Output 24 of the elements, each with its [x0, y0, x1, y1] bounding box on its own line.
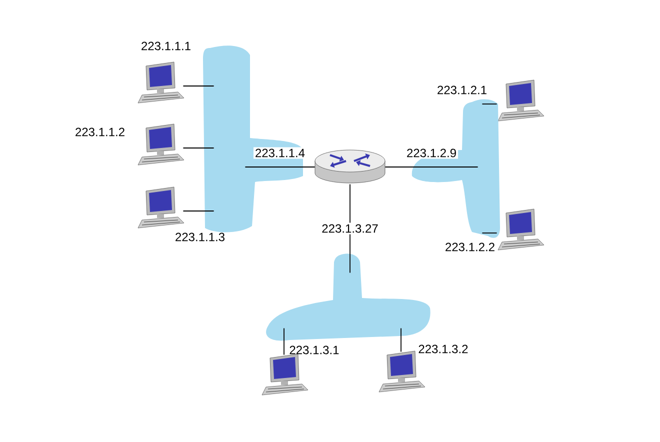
address-label: 223.1.1.3: [176, 232, 224, 242]
computer-icon: [498, 80, 544, 122]
address-label: 223.1.1.2: [76, 128, 124, 136]
link-line: [384, 166, 478, 168]
link-line: [244, 166, 316, 168]
computer-icon: [138, 186, 184, 228]
address-label: 223.1.3.1: [290, 346, 339, 354]
address-label: 223.1.2.1: [438, 86, 486, 94]
link-line: [400, 328, 402, 352]
address-label: 223.1.2.2: [446, 242, 494, 252]
router-icon: [314, 150, 386, 184]
link-line: [482, 232, 498, 234]
address-label: 223.1.3.27: [320, 222, 380, 234]
computer-icon: [138, 62, 184, 104]
address-label: 223.1.3.2: [418, 344, 468, 354]
subnet-band: [266, 254, 430, 341]
subnet-band: [203, 46, 303, 232]
computer-icon: [498, 208, 544, 250]
address-label: 223.1.2.9: [404, 147, 458, 159]
link-line: [182, 210, 214, 212]
address-label: 223.1.1.1: [142, 42, 190, 50]
computer-icon: [262, 354, 308, 396]
address-label: 223.1.1.4: [253, 147, 307, 159]
computer-icon: [138, 124, 184, 166]
